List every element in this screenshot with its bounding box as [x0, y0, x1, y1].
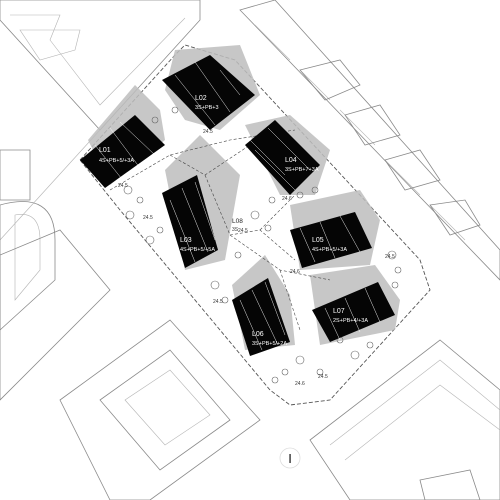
- building-l05-spec: 4S+PB+5/+3A: [312, 247, 347, 253]
- elevation-mark: 24.5: [318, 374, 328, 380]
- north-marker: I: [279, 447, 301, 469]
- building-l07-spec: 2S+PB+4/+3A: [333, 318, 368, 324]
- building-l01-label: L01: [99, 147, 111, 154]
- elevation-mark: 24.6: [290, 269, 300, 275]
- elevation-marks: 24.5 24.5 24.5 24.6 24.5 24.5 24.6 24.5 …: [118, 129, 395, 387]
- building-l06-spec: 3S+PB+5/+2A: [252, 341, 287, 347]
- courtyard-sublabel: 3S: [232, 227, 239, 233]
- courtyard-label: L08: [232, 218, 243, 225]
- building-l07: L07 2S+PB+4/+3A: [312, 282, 395, 342]
- elevation-mark: 24.5: [385, 254, 395, 260]
- building-l03-label: L03: [180, 237, 192, 244]
- building-l04-label: L04: [285, 157, 297, 164]
- elevation-mark: 24.5: [118, 183, 128, 189]
- building-l04-spec: 3S+PB+7+3A: [285, 167, 319, 173]
- building-l02-spec: 3S+PB+3: [195, 105, 219, 111]
- building-l06: L06 3S+PB+5/+2A: [232, 278, 290, 356]
- elevation-mark: 24.5: [203, 129, 213, 135]
- building-l03: L03 4S+PB+5/+5A: [162, 175, 218, 268]
- elevation-mark: 24.6: [282, 196, 292, 202]
- building-l03-spec: 4S+PB+5/+5A: [180, 247, 215, 253]
- elevation-mark: 24.6: [295, 381, 305, 387]
- building-l02-label: L02: [195, 95, 207, 102]
- building-l01: L01 4S+PB+5/+3A: [80, 115, 165, 188]
- building-l04: L04 3S+PB+7+3A: [245, 120, 320, 195]
- building-l02: L02 3S+PB+3: [162, 55, 255, 130]
- north-marker-label: I: [288, 451, 292, 466]
- pathways: [109, 129, 331, 331]
- elevation-mark: 24.5: [213, 299, 223, 305]
- elevation-mark: 24.5: [143, 215, 153, 221]
- building-l01-spec: 4S+PB+5/+3A: [99, 158, 134, 164]
- building-l05: L05 4S+PB+5/+3A: [290, 212, 372, 268]
- building-l05-label: L05: [312, 237, 324, 244]
- building-l07-label: L07: [333, 308, 345, 315]
- elevation-mark: 24.5: [238, 228, 248, 234]
- building-l06-label: L06: [252, 331, 264, 338]
